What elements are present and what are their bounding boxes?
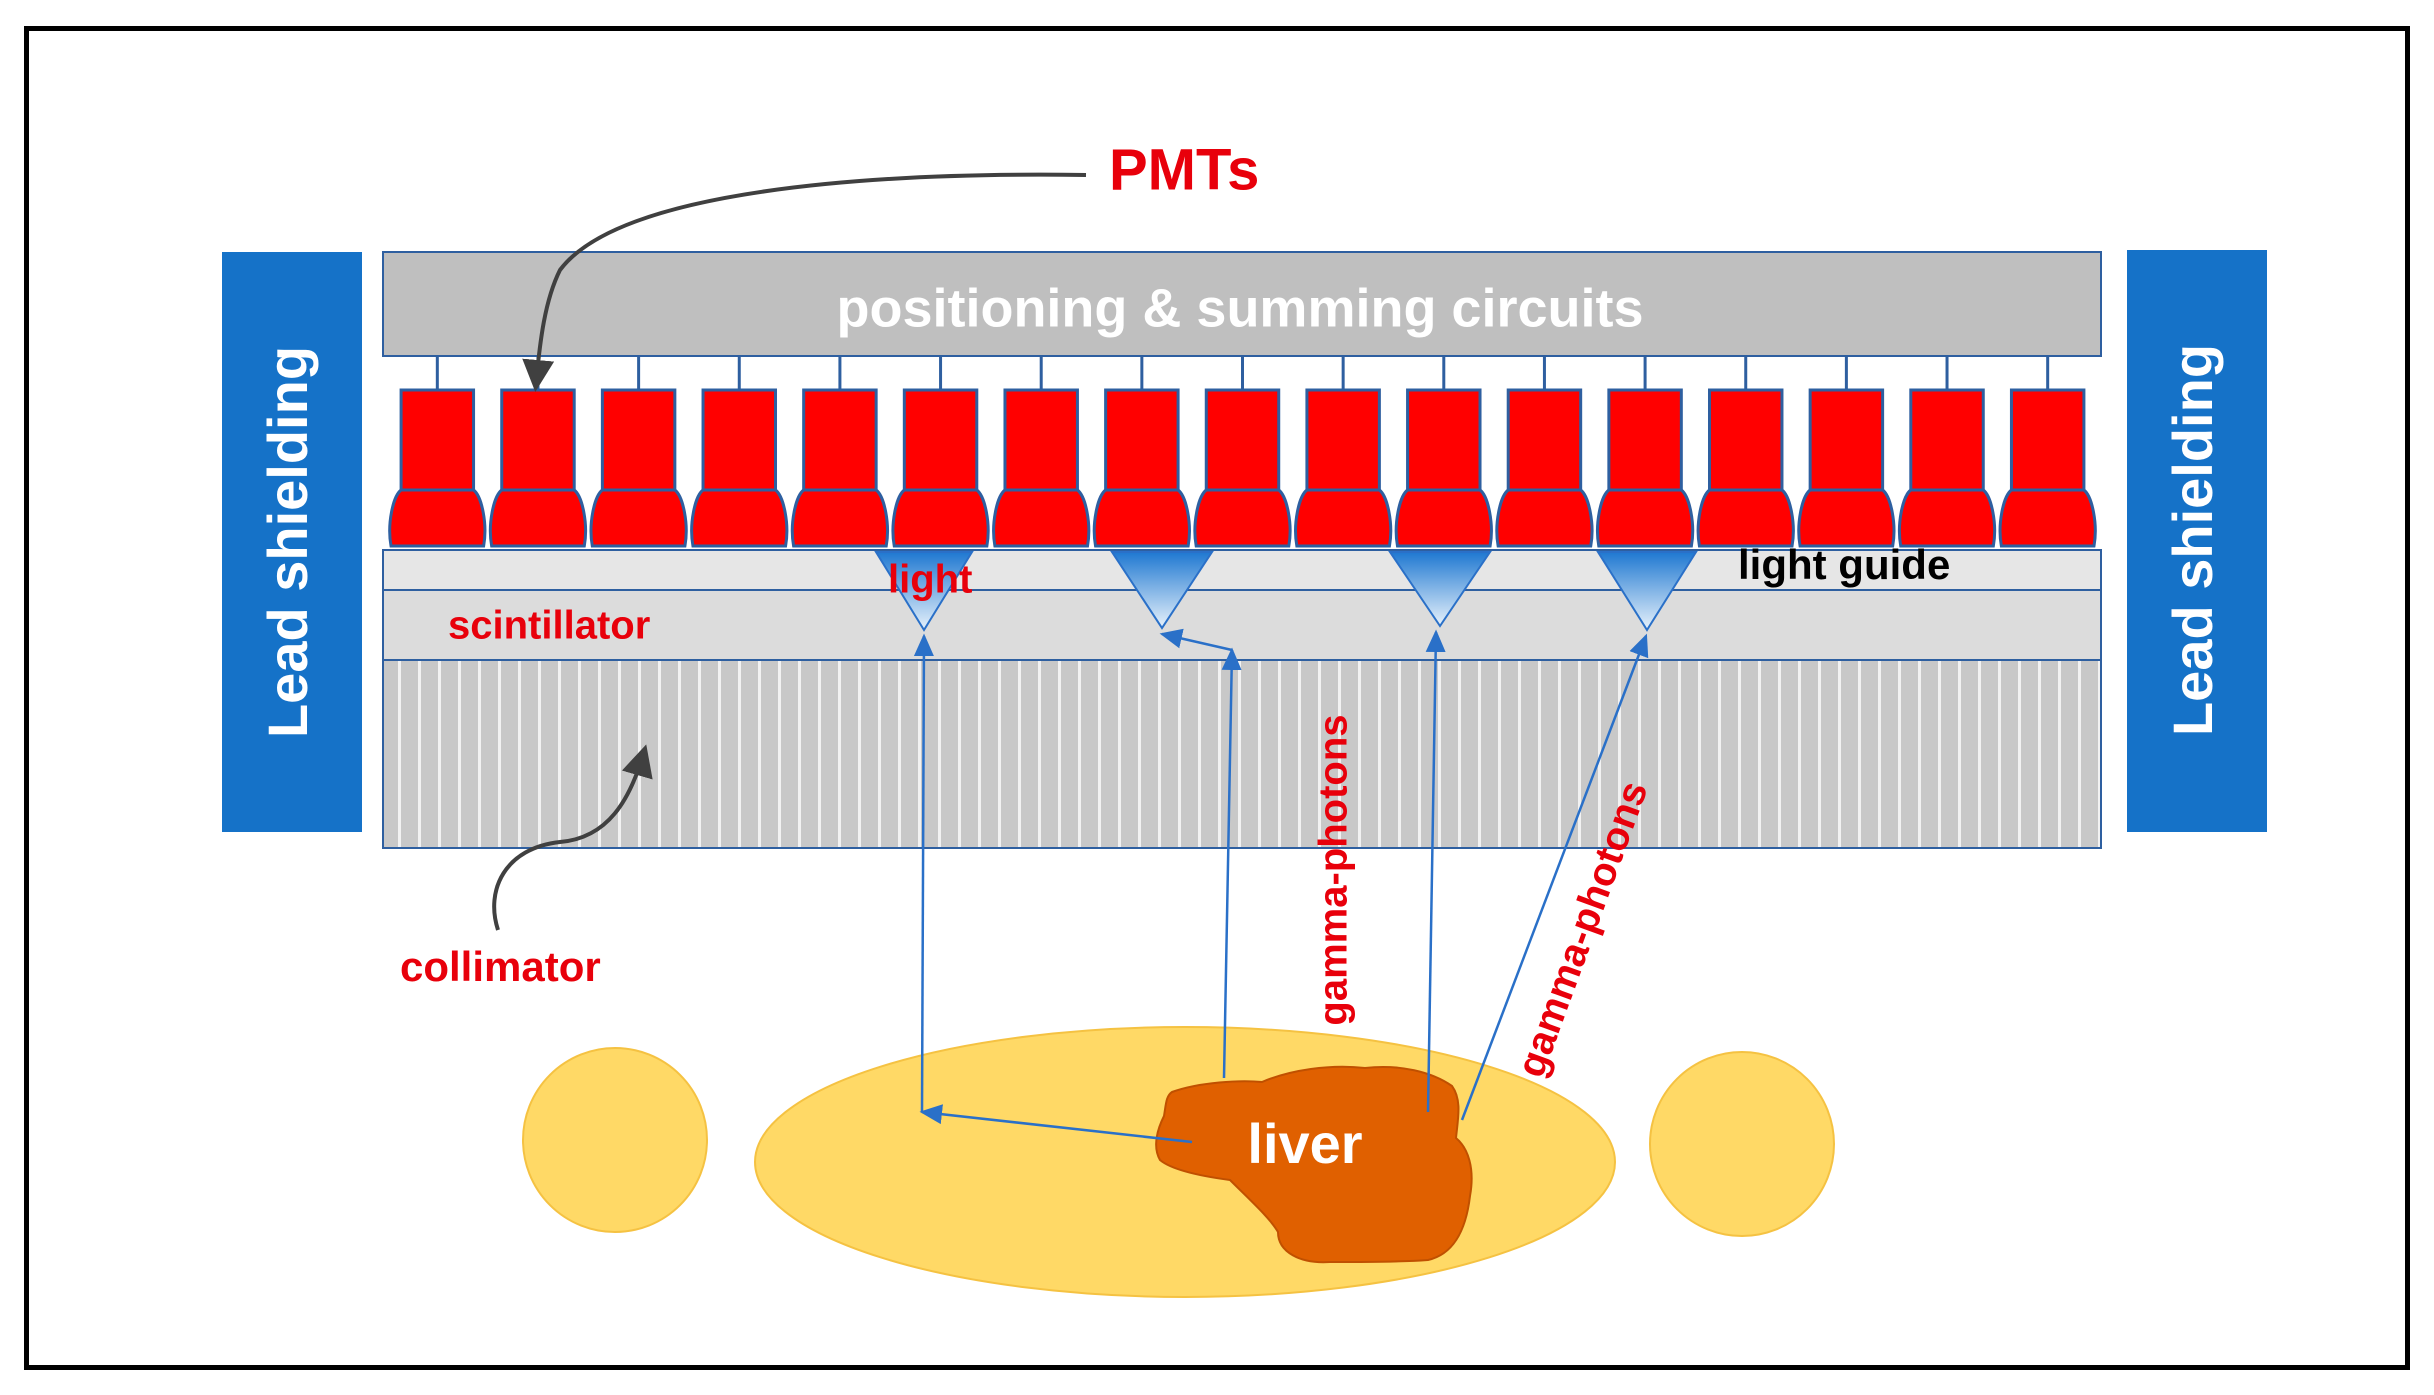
liver-shape <box>1155 1065 1473 1264</box>
lead-shielding-right <box>2127 250 2267 832</box>
pmt-tube <box>1909 388 1985 494</box>
pmt-photocathode <box>790 488 889 548</box>
pmt-tube <box>802 388 878 494</box>
gamma-path-scattered-up <box>913 633 934 1113</box>
pmt-photocathode <box>1696 488 1795 548</box>
pmt-13 <box>1596 356 1695 548</box>
pmts-callout-arrow <box>522 172 1087 392</box>
pmt-photocathode <box>388 488 487 548</box>
pmt-photocathode <box>1394 488 1493 548</box>
pmt-15 <box>1797 356 1896 548</box>
pmt-photocathode <box>690 488 789 548</box>
circuits-label: positioning & summing circuits <box>836 278 1643 338</box>
pmt-photocathode <box>488 488 588 548</box>
circuits-bar <box>382 251 2102 357</box>
pmt-8 <box>1092 356 1191 548</box>
pmt-tube <box>1305 388 1381 494</box>
gamma-path-2a <box>1221 647 1242 1079</box>
pmt-photocathode <box>1092 488 1191 548</box>
light-cone-2 <box>1110 551 1214 630</box>
pmt-photocathode <box>1797 488 1896 548</box>
pmt-5 <box>790 356 889 548</box>
pmt-array <box>388 356 2097 548</box>
pmt-tube <box>1003 388 1079 494</box>
pmt-photocathode <box>1495 488 1594 548</box>
pmt-16 <box>1897 356 1997 548</box>
collimator-label: collimator <box>400 943 601 990</box>
collimator <box>382 659 2102 849</box>
pmt-tube <box>1808 388 1885 494</box>
pmt-tube <box>701 388 777 494</box>
pmt-12 <box>1495 356 1594 548</box>
pmt-17 <box>1998 356 2097 548</box>
lead-shielding-right-label: Lead shielding <box>2161 344 2224 736</box>
pmt-6 <box>891 356 990 548</box>
pmt-14 <box>1696 356 1795 548</box>
pmt-tube <box>1406 388 1482 494</box>
pmt-tube <box>1607 388 1683 494</box>
light-guide <box>382 549 2102 591</box>
pmt-tube <box>902 388 979 494</box>
right-arm <box>1649 1051 1835 1237</box>
pmt-tube <box>600 388 677 494</box>
light-label: light <box>888 558 972 602</box>
lead-shielding-left-label: Lead shielding <box>256 346 319 738</box>
pmts-label: PMTs <box>1109 137 1259 202</box>
pmt-7 <box>992 356 1091 548</box>
pmt-3 <box>589 356 688 548</box>
pmt-photocathode <box>1596 488 1695 548</box>
pmt-photocathode <box>1897 488 1997 548</box>
pmt-photocathode <box>589 488 688 548</box>
gamma-path-3 <box>1425 629 1446 1113</box>
pmt-9 <box>1193 356 1292 548</box>
pmt-photocathode <box>891 488 990 548</box>
pmt-4 <box>690 356 789 548</box>
pmt-photocathode <box>992 488 1091 548</box>
pmt-2 <box>488 356 588 548</box>
pmt-10 <box>1294 356 1393 548</box>
pmt-1 <box>388 356 487 548</box>
pmt-tube <box>2009 388 2086 494</box>
liver-label: liver <box>1247 1112 1362 1175</box>
pmt-tube <box>1204 388 1281 494</box>
collimator-callout-arrow <box>492 744 653 931</box>
scintillator-label: scintillator <box>448 604 650 648</box>
gamma-path-scattered-left <box>919 1104 1193 1144</box>
light-cone-3 <box>1388 551 1492 628</box>
pmt-tube <box>1708 388 1784 494</box>
pmt-tube <box>500 388 576 494</box>
gamma-path-2b <box>1159 628 1233 652</box>
pmt-tube <box>1104 388 1180 494</box>
pmt-photocathode <box>1193 488 1292 548</box>
pmt-11 <box>1394 356 1493 548</box>
pmt-photocathode <box>1998 488 2097 548</box>
pmt-photocathode <box>1294 488 1393 548</box>
gamma-path-4 <box>1460 633 1649 1121</box>
left-arm <box>522 1047 708 1233</box>
light-guide-label: light guide <box>1738 541 1950 588</box>
light-cone-4 <box>1596 551 1698 632</box>
pmt-tube <box>399 388 476 494</box>
light-cone-1 <box>874 551 974 632</box>
scintillator <box>382 589 2102 661</box>
pmt-tube <box>1506 388 1583 494</box>
lead-shielding-left <box>222 252 362 832</box>
gamma-photons-label-1: gamma-photons <box>1312 714 1356 1025</box>
